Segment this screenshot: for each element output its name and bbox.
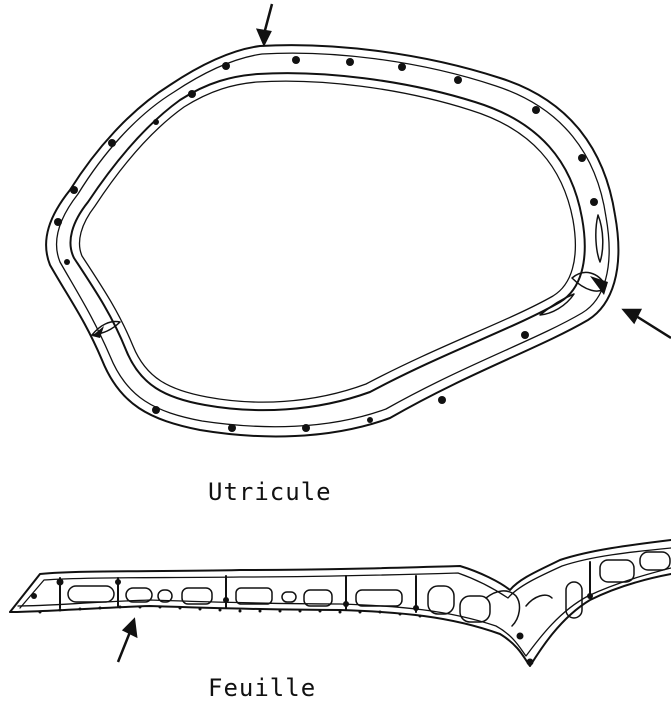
leaf-cell (600, 560, 634, 582)
leaf-cell (356, 590, 402, 606)
leaf-lower-epidermis (10, 574, 671, 666)
utricle-outer-wall-inner-line (56, 53, 609, 427)
utricle-outer-wall (46, 45, 618, 436)
leaf-cell (282, 592, 296, 602)
leaf-cell (428, 586, 454, 614)
utricle-section (46, 45, 618, 436)
arrow-icon (258, 4, 272, 44)
utricle-nuclei (54, 56, 608, 432)
arrow-icon (624, 310, 671, 338)
leaf-cell (236, 588, 272, 604)
utricle-gland (596, 215, 603, 262)
leaf-cell (68, 586, 114, 602)
leaf-gland (486, 591, 519, 626)
leaf-cell (460, 596, 490, 622)
utricle-label: Utricule (208, 478, 332, 506)
leaf-cell (640, 552, 670, 570)
leaf-gland (526, 595, 552, 606)
leaf-section (10, 540, 671, 666)
arrow-icon (118, 620, 136, 662)
leaf-label: Feuille (208, 674, 316, 702)
utricle-lumen-line (80, 81, 576, 402)
